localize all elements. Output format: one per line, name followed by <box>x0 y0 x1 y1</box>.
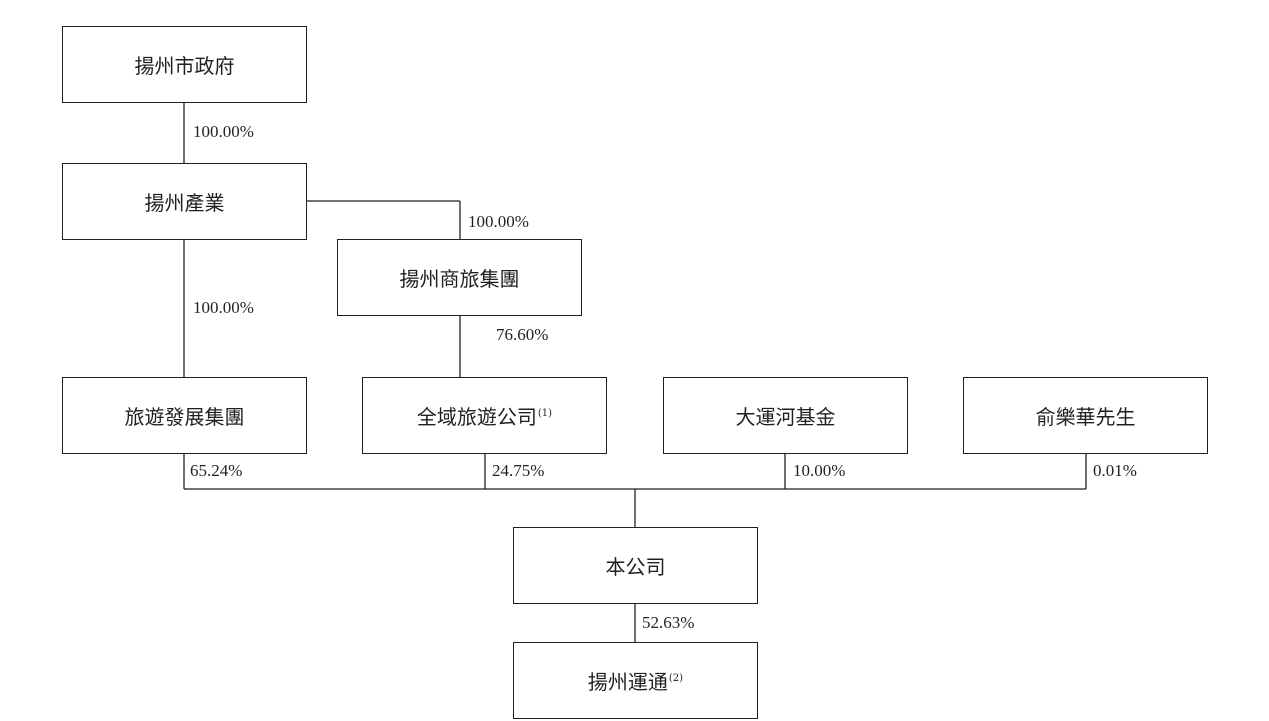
entity-yangzhou-industry: 揚州產業 <box>62 163 307 240</box>
entity-label: 全域旅遊公司 <box>416 405 537 429</box>
entity-yangzhou-gov: 揚州市政府 <box>62 26 307 103</box>
entity-yangzhou-business-travel: 揚州商旅集團 <box>337 239 582 316</box>
entity-label: 揚州運通 <box>587 670 668 694</box>
entity-global-tourism: 全域旅遊公司(1) <box>362 377 607 454</box>
footnote-marker: (2) <box>668 673 684 684</box>
entity-label: 揚州市政府 <box>134 54 235 78</box>
pct-industry-tourism-dev: 100.00% <box>193 298 254 317</box>
pct-yu-company: 0.01% <box>1093 461 1137 480</box>
entity-company: 本公司 <box>513 527 758 604</box>
pct-fund-company: 10.00% <box>793 461 846 480</box>
pct-tourism-dev-company: 65.24% <box>190 461 243 480</box>
footnote-marker: (1) <box>537 408 553 419</box>
entity-label: 本公司 <box>605 555 666 579</box>
pct-business-travel-global: 76.60% <box>496 325 549 344</box>
pct-company-yuntong: 52.63% <box>642 613 695 632</box>
entity-label: 揚州產業 <box>144 191 225 215</box>
pct-industry-business-travel: 100.00% <box>468 212 529 231</box>
entity-grand-canal-fund: 大運河基金 <box>663 377 908 454</box>
entity-mr-yu: 俞樂華先生 <box>963 377 1208 454</box>
pct-gov-industry: 100.00% <box>193 122 254 141</box>
entity-label: 俞樂華先生 <box>1035 405 1136 429</box>
entity-label: 旅遊發展集團 <box>124 405 245 429</box>
entity-yangzhou-yuntong: 揚州運通(2) <box>513 642 758 719</box>
entity-label: 揚州商旅集團 <box>399 267 520 291</box>
entity-label: 大運河基金 <box>735 405 836 429</box>
pct-global-company: 24.75% <box>492 461 545 480</box>
entity-tourism-dev: 旅遊發展集團 <box>62 377 307 454</box>
